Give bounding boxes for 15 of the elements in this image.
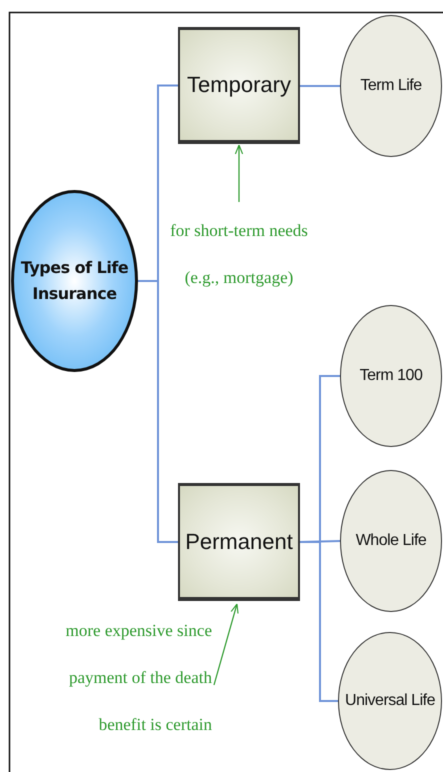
category-box bbox=[178, 27, 300, 144]
policy-label: Term 100 bbox=[360, 367, 422, 385]
category-box bbox=[178, 483, 300, 601]
connector-line bbox=[138, 280, 178, 543]
connector-line bbox=[300, 85, 340, 87]
arrow bbox=[213, 603, 239, 686]
topic-label: Types of Life Insurance bbox=[20, 257, 130, 305]
policy-label: Universal Life bbox=[345, 692, 435, 710]
policy-label: Term Life bbox=[360, 77, 422, 95]
policy-label: Whole Life bbox=[356, 532, 426, 550]
annotation-text: more expensive since payment of the death benefit is certain bbox=[64, 620, 212, 736]
category-label: Permanent bbox=[185, 528, 293, 554]
arrow bbox=[234, 144, 244, 202]
annotation-text: for short-term needs (e.g., mortgage) bbox=[169, 220, 309, 289]
category-label: Temporary bbox=[187, 72, 291, 98]
